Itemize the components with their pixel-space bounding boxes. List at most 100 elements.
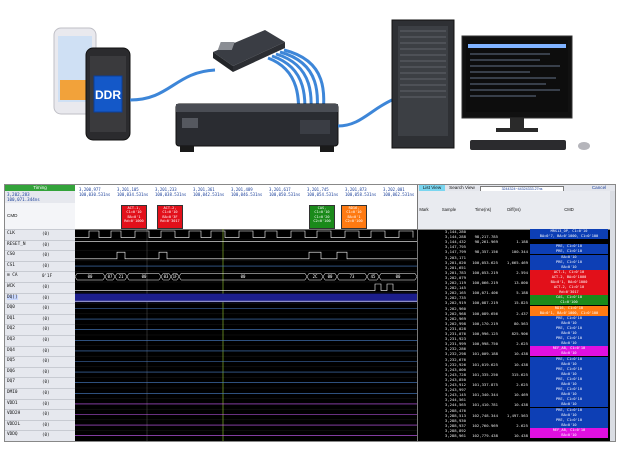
signal-name[interactable]: DQ4 [7, 347, 15, 353]
signal-name[interactable]: CS1 [7, 262, 15, 268]
bus-value: 2C [313, 274, 318, 279]
row-cmd: BA=0'10 [530, 433, 608, 439]
signal-name[interactable]: RESET_N [7, 241, 26, 247]
signal-name[interactable]: DMI0 [7, 390, 18, 395]
row-time: 102,748.344 [472, 412, 498, 418]
signal-name[interactable]: DQ3 [7, 337, 15, 342]
signal-name[interactable]: VDDQ [7, 432, 18, 438]
signal-name[interactable]: DQ2 [7, 326, 15, 332]
row-cmd: BA=0'10 [530, 351, 608, 357]
ruler-time: 100,058.531ns [345, 192, 377, 197]
tab-list-view[interactable]: List View [419, 185, 445, 191]
row-diff: 825.906 [511, 331, 528, 336]
row-divider [5, 239, 75, 241]
signal-name[interactable]: VDD2H [7, 411, 21, 417]
signal-name[interactable]: DQ7 [7, 379, 15, 385]
row-sample: 3,144,280 [444, 229, 466, 234]
row-sample: 3,243,912 [444, 382, 466, 387]
signal-name[interactable]: WCK [7, 284, 15, 289]
row-cmd: PRE, C1=0'10 [530, 249, 608, 255]
signal-name[interactable]: VDD1 [7, 400, 18, 406]
list-scrollbar[interactable] [610, 191, 615, 441]
timing-tab[interactable]: Timing [5, 185, 75, 191]
signal-name[interactable]: DQ0 [7, 305, 15, 311]
signal-name[interactable]: DQ5 [7, 358, 15, 364]
row-cmd: BA=0'1, BA=0'1000, C1=0'100 [530, 310, 608, 316]
row-divider [5, 303, 75, 305]
row-diff: 1.188 [516, 239, 528, 245]
row-cmd: BA=0'10 [530, 341, 608, 347]
tab-search-view[interactable]: Search View [449, 185, 475, 190]
signal-name[interactable]: CLK [7, 231, 15, 236]
row-cmd: ACT-2, C1=0'10 [530, 285, 608, 291]
row-cmd: ACT-1, C1=0'10 [530, 269, 608, 275]
row-sample: 3,232,676 [444, 356, 466, 362]
signal-name[interactable]: VDD2L [7, 421, 21, 427]
row-time: 101,340.344 [472, 392, 498, 398]
cancel-button[interactable]: Cancel [591, 185, 607, 190]
signal-name[interactable]: DQ1 [7, 315, 15, 321]
signal-name[interactable]: DQ[] [7, 294, 18, 300]
signal-name[interactable]: CS0 [7, 252, 15, 258]
signal-name[interactable]: DQ6 [7, 368, 15, 374]
smartphone-icon [53, 27, 131, 141]
signal-value: (0) [42, 432, 50, 438]
analyzer-window: Timing 3,202,283 100,071.344ns CMD CLK(0… [4, 184, 616, 442]
row-cmd: PRE, C1=0'10 [530, 366, 608, 372]
ruler-pos: 3,201,361 [193, 187, 215, 192]
signal-name[interactable]: ⊞ CA [7, 273, 18, 279]
ruler-time: 100,062.531ns [383, 192, 415, 197]
ruler-pos: 3,200,977 [79, 187, 101, 192]
ruler-pos: 3,201,489 [231, 187, 253, 192]
